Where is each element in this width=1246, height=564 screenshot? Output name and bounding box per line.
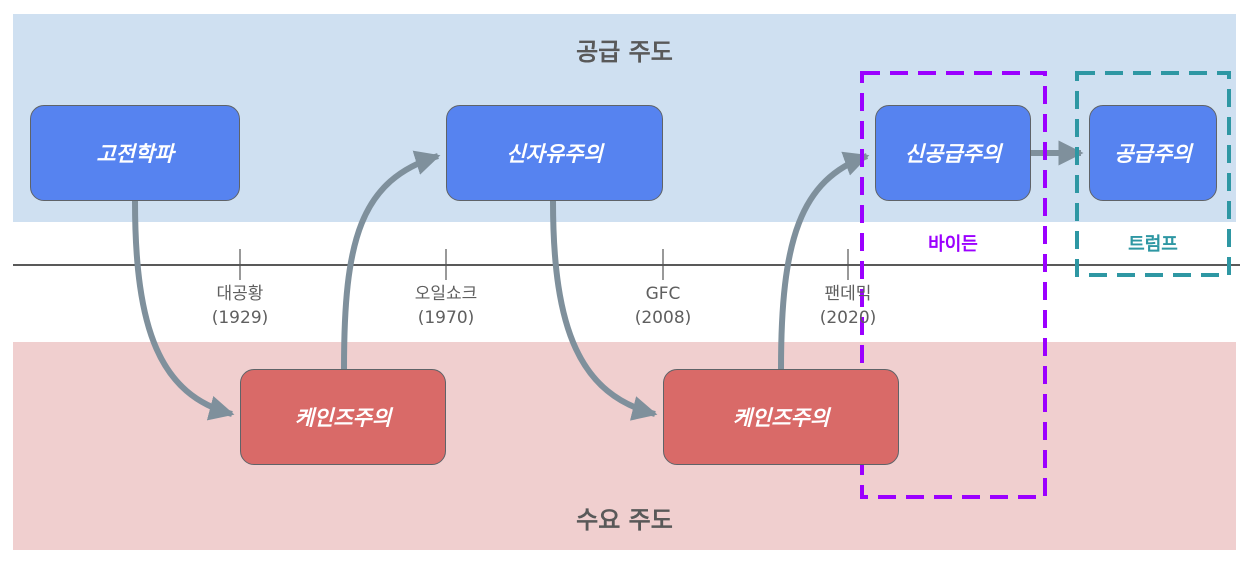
event-name: 오일쇼크 (414, 284, 478, 304)
node-classical-school: 고전학파 (30, 105, 240, 201)
node-supply-side: 공급주의 (1089, 105, 1217, 201)
node-label: 고전학파 (96, 142, 174, 166)
event-year: (2020) (819, 308, 877, 328)
node-label: 케인즈주의 (294, 406, 392, 430)
event-year: (1970) (417, 308, 475, 328)
event-name: 팬데믹 (824, 284, 872, 304)
event-label-pandemic: 팬데믹 (2020) (788, 282, 908, 330)
event-label-oil-shock: 오일쇼크 (1970) (386, 282, 506, 330)
arrow-classical-to-keynes (132, 200, 235, 421)
arrow-keynes-to-neoliberal (341, 150, 441, 370)
event-year: (1929) (211, 308, 269, 328)
node-keynesianism-1: 케인즈주의 (240, 369, 446, 465)
node-label: 케인즈주의 (732, 406, 830, 430)
event-label-great-depression: 대공황 (1929) (180, 282, 300, 330)
event-year: (2008) (634, 308, 692, 328)
demand-led-title: 수요 주도 (576, 506, 673, 534)
node-label: 공급주의 (1114, 142, 1192, 166)
event-name: 대공황 (216, 284, 264, 304)
node-new-supply-side: 신공급주의 (875, 105, 1031, 201)
node-neoliberalism: 신자유주의 (446, 105, 663, 201)
node-label: 신자유주의 (506, 142, 603, 166)
supply-led-title: 공급 주도 (576, 38, 673, 66)
trump-group-box (1075, 71, 1231, 277)
biden-label: 바이든 (928, 234, 978, 255)
node-keynesianism-2: 케인즈주의 (663, 369, 899, 465)
trump-label: 트럼프 (1128, 234, 1178, 255)
arrow-keynes-to-newsupply (778, 151, 870, 370)
demand-led-band: 수요 주도 (13, 342, 1236, 550)
biden-group-box (860, 71, 1047, 499)
arrow-neoliberal-to-keynes (550, 200, 658, 421)
event-name: GFC (645, 284, 681, 304)
node-label: 신공급주의 (904, 142, 1002, 166)
event-label-gfc: GFC (2008) (603, 282, 723, 330)
